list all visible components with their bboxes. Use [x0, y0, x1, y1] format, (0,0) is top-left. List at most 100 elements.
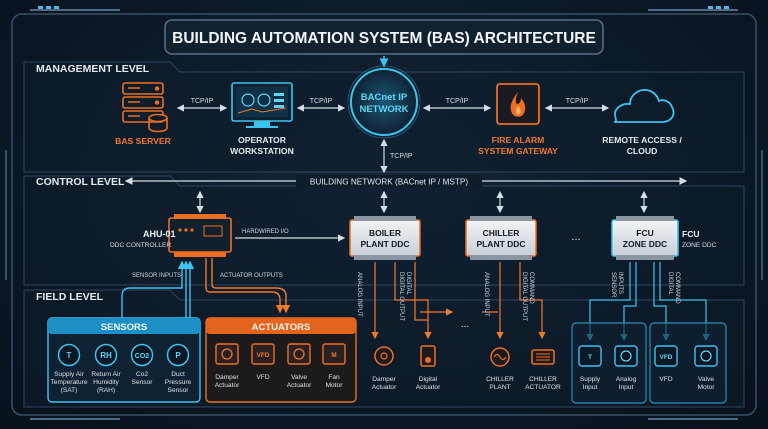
- fcu-icon-2: [614, 345, 638, 367]
- fcu-label-4-l2: Motor: [698, 384, 716, 391]
- fcu-label-2-l2: Input: [619, 384, 634, 391]
- sensor-glyph-1: T: [67, 351, 72, 360]
- actuator-icon-1: [215, 343, 239, 365]
- fire-alarm-label-line2: SYSTEM GATEWAY: [478, 146, 558, 156]
- fcu-digital: DIGITAL: [667, 272, 673, 296]
- boiler-device-2-l1: Digital: [419, 376, 438, 383]
- sensor-icon-3: [130, 343, 154, 367]
- chiller-label-1: CHILLER: [483, 228, 520, 238]
- boiler-label-1: BOILER: [369, 228, 401, 238]
- operator-workstation-icon: [231, 82, 293, 128]
- sensor-label-1-l2: Temperature: [50, 379, 87, 386]
- actuator-icon-2: [251, 343, 275, 365]
- chiller-device-2-l2: ACTUATOR: [525, 384, 561, 391]
- fcu-icon-3: [654, 345, 678, 367]
- building-network-label: BUILDING NETWORK (BACnet IP / MSTP): [310, 178, 468, 187]
- management-links: [176, 104, 610, 174]
- fcu-icon-4: [694, 345, 718, 367]
- fcu-label-4-l1: Valve: [698, 376, 714, 383]
- bacnet-ip-network-node: BACnet IP NETWORK: [347, 65, 421, 139]
- ahu-actuator-wiring: [205, 258, 291, 314]
- bacnet-label-line1: BACnet IP: [361, 92, 408, 103]
- actuator-label-4-l1: Fan: [328, 374, 340, 381]
- actuator-label-1-l2: Actuator: [215, 382, 240, 389]
- chiller-device-1-l1: CHILLER: [486, 376, 514, 383]
- boiler-wiring: [371, 262, 454, 340]
- actuator-label-4-l2: Motor: [326, 382, 344, 389]
- cloud-icon: [613, 88, 675, 123]
- chiller-actuator-device: CHILLER ACTUATOR: [525, 349, 561, 391]
- fcu-inputs: INPUTS: [617, 272, 623, 294]
- fcu-shape-2: [620, 350, 632, 362]
- actuators-group: ACTUATORS: [205, 317, 357, 403]
- boiler-digital-output: DIGITAL OUTPUT: [398, 272, 404, 321]
- outer-frame: [5, 6, 763, 420]
- workstation-label-line1: OPERATOR: [238, 135, 287, 145]
- fcu-sensor: SENSOR: [610, 272, 616, 298]
- ahu-sub: DDC CONTROLLER: [110, 242, 171, 249]
- sensor-label-2-l1: Return Air: [91, 371, 121, 378]
- title-plate: BUILDING AUTOMATION SYSTEM (BAS) ARCHITE…: [164, 19, 604, 55]
- chiller-device-1-l2: PLANT: [489, 384, 510, 391]
- actuator-icon-3: [287, 343, 311, 365]
- fcu-label-2-l1: Analog: [616, 376, 637, 383]
- bacnet-label-line2: NETWORK: [359, 104, 408, 115]
- sensor-label-1-l1: Supply Air: [54, 371, 84, 378]
- hardwired-label: HARDWIRED I/O: [242, 229, 289, 235]
- chiller-command: COMMAND: [528, 272, 534, 304]
- sensors-title: SENSORS: [101, 322, 147, 333]
- tcpip-label-5: TCP/IP: [390, 153, 413, 160]
- actuator-shape-1: [221, 348, 233, 360]
- actuator-label-2-l1: VFD: [256, 374, 269, 381]
- sensor-glyph-2: RH: [100, 351, 112, 360]
- sensor-label-4-l2: Pressure: [165, 379, 192, 386]
- fcu-label-1-l2: Input: [583, 384, 598, 391]
- bas-server-label: BAS SERVER: [115, 136, 172, 146]
- fcu-label-3-l1: VFD: [659, 376, 672, 383]
- sensor-inputs-label: SENSOR INPUTS: [132, 273, 181, 279]
- tcpip-label-2: TCP/IP: [310, 98, 333, 105]
- bus-drops: [196, 190, 648, 214]
- boiler-device-2-l2: Actuator: [416, 384, 441, 391]
- actuator-outputs-label: ACTUATOR OUTPUTS: [220, 273, 283, 279]
- chiller-analog-input: ANALOG INPUT: [483, 272, 489, 317]
- fcu-command: COMMAND: [674, 272, 680, 304]
- chiller-wiring: [482, 262, 546, 340]
- fcu-shape-4: [700, 350, 712, 362]
- sensor-icon-2: [94, 343, 118, 367]
- remote-access-label-line1: REMOTE ACCESS /: [602, 135, 682, 145]
- boiler-digital-actuator: Digital Actuator: [416, 345, 441, 391]
- sensor-label-3-l1: Co2: [136, 371, 148, 378]
- boiler-digital: DIGITAL: [405, 272, 411, 296]
- actuator-label-1-l1: Damper: [215, 374, 239, 381]
- tcpip-label-3: TCP/IP: [446, 98, 469, 105]
- management-level-label: MANAGEMENT LEVEL: [36, 63, 150, 75]
- fcu-icon-1: [578, 345, 602, 367]
- control-level-label: CONTROL LEVEL: [36, 176, 125, 188]
- chiller-plant-ddc: CHILLER PLANT DDC: [465, 216, 537, 260]
- fire-alarm-icon: [496, 83, 540, 125]
- control-ellipsis: ...: [571, 231, 580, 243]
- fcu-glyph-1: T: [588, 354, 592, 361]
- fcu-side-label-1: FCU: [682, 229, 699, 239]
- boiler-device-1-l1: Damper: [372, 376, 396, 383]
- page-title: BUILDING AUTOMATION SYSTEM (BAS) ARCHITE…: [172, 30, 596, 47]
- fcu-field-group: [571, 322, 727, 404]
- boiler-analog-input: ANALOG INPUT: [356, 272, 362, 317]
- sensor-label-2-l2: Humidity: [93, 379, 119, 386]
- field-level-label: FIELD LEVEL: [36, 291, 104, 303]
- sensor-label-2-l3: (RAH): [97, 387, 115, 394]
